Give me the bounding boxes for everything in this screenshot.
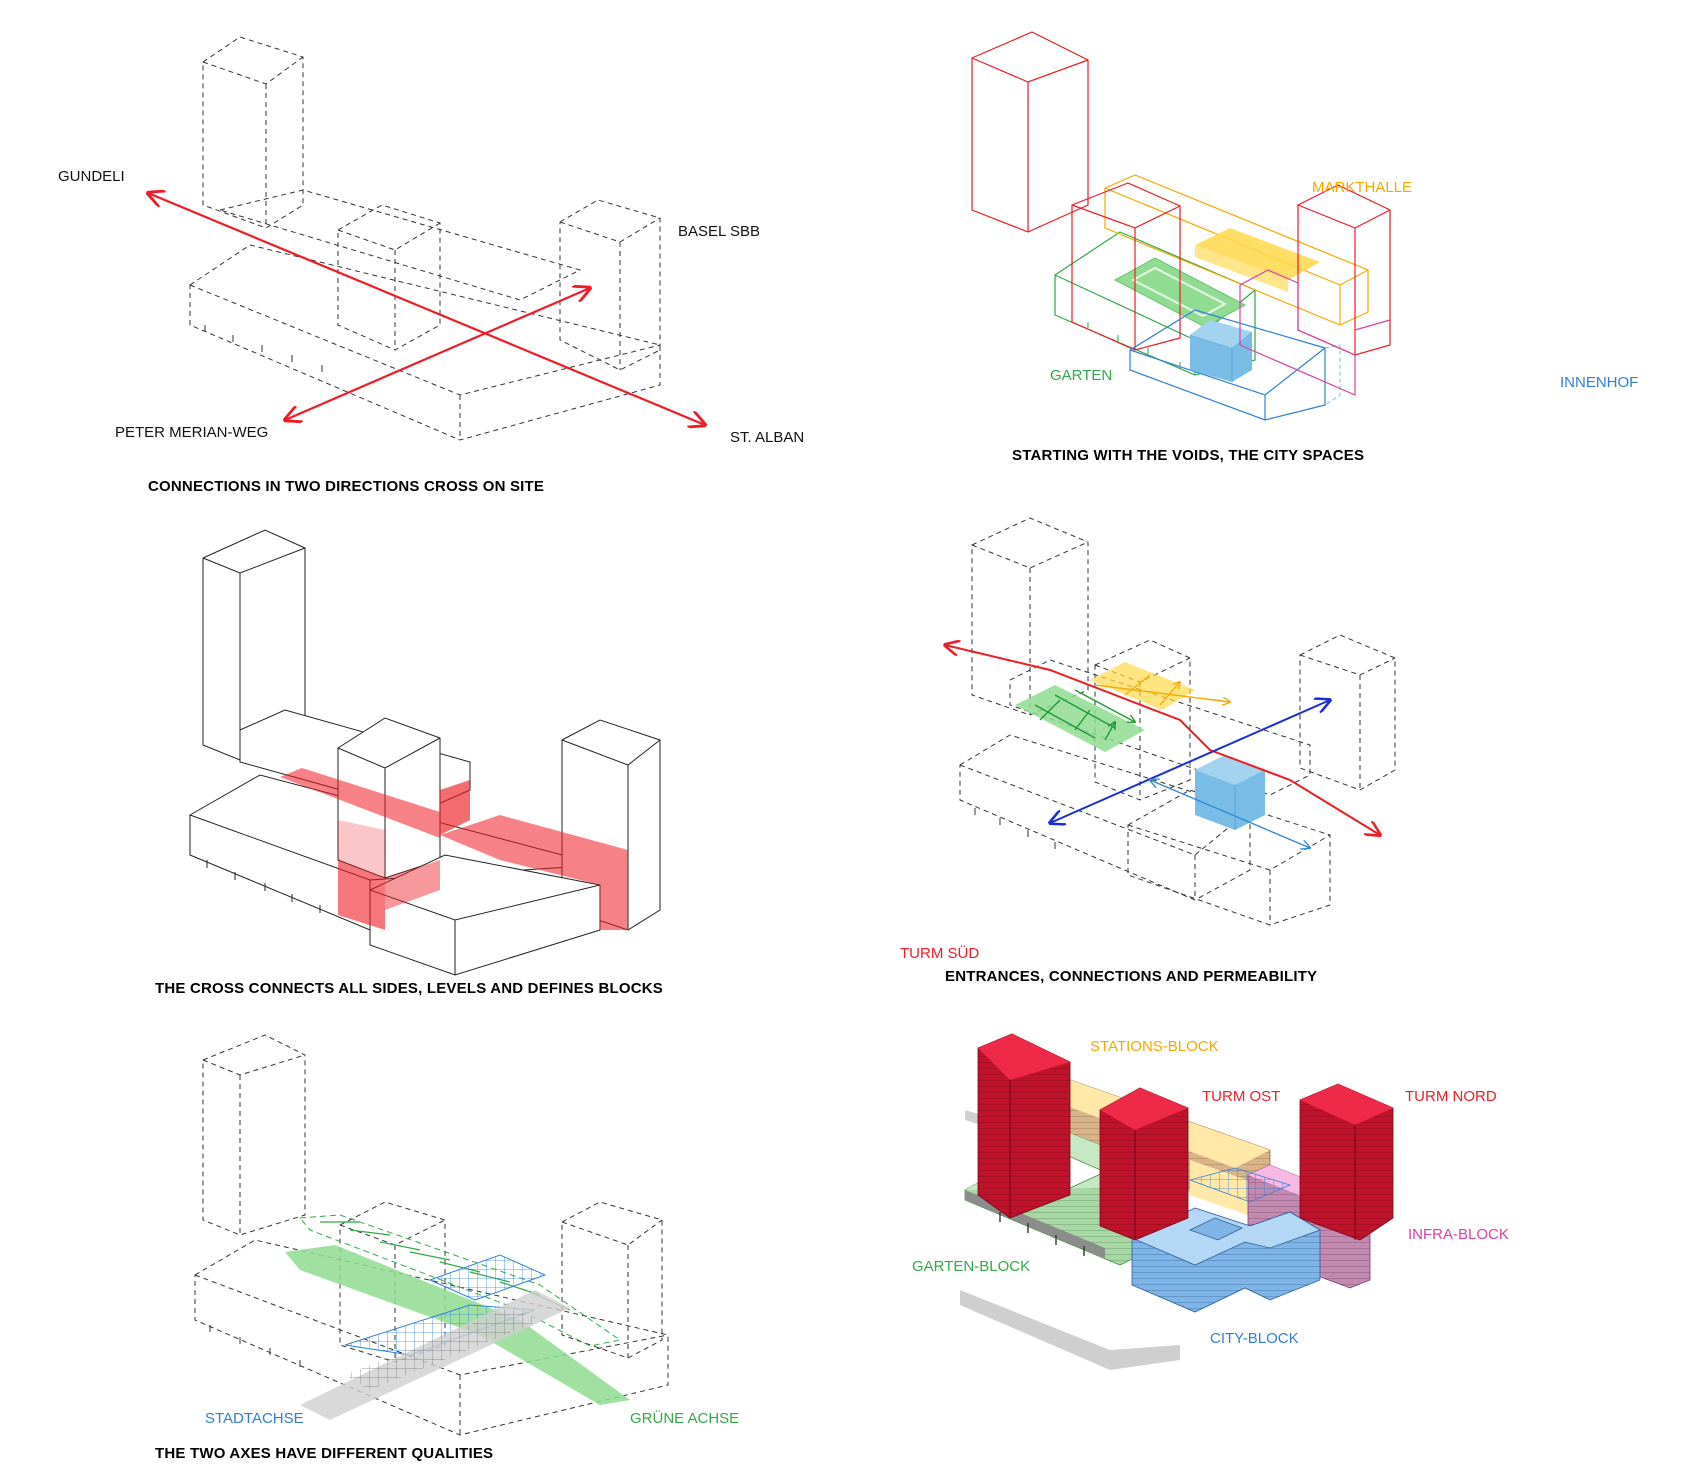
turm-nord: [1299, 1083, 1394, 1241]
tower-south-outline: [971, 31, 1089, 233]
podium-piers: [206, 860, 321, 913]
ground-shadow-garden: [960, 1290, 1180, 1370]
markthalle-paths: [1090, 662, 1230, 710]
panel-connections: GUNDELI BASEL SBB PETER MERIAN-WEG ST. A…: [0, 0, 850, 495]
turm-sued: [977, 1033, 1071, 1219]
solid-massing: [189, 529, 661, 976]
axis-gundeli-st-alban: [148, 193, 705, 425]
panel-axes: STADTACHSE GRÜNE ACHSE THE TWO AXES HAVE…: [0, 990, 850, 1472]
panel-blocks: TURM SÜD STATIONS-BLOCK TURM OST TURM NO…: [850, 945, 1700, 1472]
cross-red-zones: [280, 768, 628, 930]
stadtachse-grey-grid: [345, 1308, 540, 1390]
tower-east-outline: [1071, 182, 1181, 351]
label-peter-merian-weg: PETER MERIAN-WEG: [115, 424, 269, 441]
label-stadtachse: STADTACHSE: [205, 1410, 304, 1427]
cross-diagram: [189, 529, 661, 976]
label-markthalle: MARKTHALLE: [1312, 179, 1413, 196]
stadtachse-grid-blue-upper: [428, 1254, 547, 1301]
voids-diagram: [971, 31, 1391, 421]
podium-piers: [209, 1325, 301, 1367]
caption-entrances: ENTRANCES, CONNECTIONS AND PERMEABILITY: [945, 968, 1318, 985]
dashed-massing: [194, 1034, 669, 1436]
label-stations-block: STATIONS-BLOCK: [1090, 1038, 1219, 1055]
label-turm-sued: TURM SÜD: [900, 945, 980, 962]
axis-peter-merian-basel-sbb: [285, 288, 590, 420]
label-infra-block: INFRA-BLOCK: [1408, 1226, 1509, 1243]
podium-piers: [974, 808, 1056, 849]
innenhof-void: [1129, 309, 1341, 421]
label-turm-ost: TURM OST: [1202, 1088, 1281, 1105]
label-garten-block: GARTEN-BLOCK: [912, 1258, 1031, 1275]
city-block: [1131, 1207, 1321, 1313]
label-gruene-achse: GRÜNE ACHSE: [630, 1410, 740, 1427]
dashed-massing: [189, 36, 661, 441]
markthalle-void: [1104, 174, 1369, 326]
label-gundeli: GUNDELI: [58, 168, 125, 185]
podium-piers: [204, 325, 323, 372]
plaza-grid: [1188, 1167, 1292, 1203]
tower-north-outline: [1239, 184, 1391, 396]
axis-blue-path: [1050, 700, 1330, 823]
entrances-diagram: [850, 517, 1396, 926]
caption-axes: THE TWO AXES HAVE DIFFERENT QUALITIES: [155, 1445, 494, 1462]
blocks-diagram: [960, 1033, 1394, 1370]
connections-diagram: [0, 36, 850, 441]
label-garten: GARTEN: [1050, 367, 1113, 384]
axis-light-blue-path: [1150, 780, 1310, 848]
caption-connections: CONNECTIONS IN TWO DIRECTIONS CROSS ON S…: [148, 478, 545, 495]
panel-cross: THE CROSS CONNECTS ALL SIDES, LEVELS AND…: [0, 490, 850, 997]
caption-cross: THE CROSS CONNECTS ALL SIDES, LEVELS AND…: [155, 980, 663, 997]
label-innenhof: INNENHOF: [1560, 374, 1639, 391]
label-city-block: CITY-BLOCK: [1210, 1330, 1299, 1347]
axes-diagram: [194, 1034, 669, 1436]
panel-voids: MARKTHALLE GARTEN INNENHOF STARTING WITH…: [850, 0, 1700, 490]
label-basel-sbb: BASEL SBB: [678, 223, 760, 240]
label-turm-nord: TURM NORD: [1405, 1088, 1497, 1105]
caption-voids: STARTING WITH THE VOIDS, THE CITY SPACES: [1012, 447, 1365, 464]
turm-ost: [1099, 1087, 1189, 1241]
dashed-massing: [959, 517, 1396, 926]
label-st-alban: ST. ALBAN: [730, 429, 805, 446]
axis-red-path: [945, 645, 1380, 835]
panel-entrances: ENTRANCES, CONNECTIONS AND PERMEABILITY: [850, 490, 1700, 990]
